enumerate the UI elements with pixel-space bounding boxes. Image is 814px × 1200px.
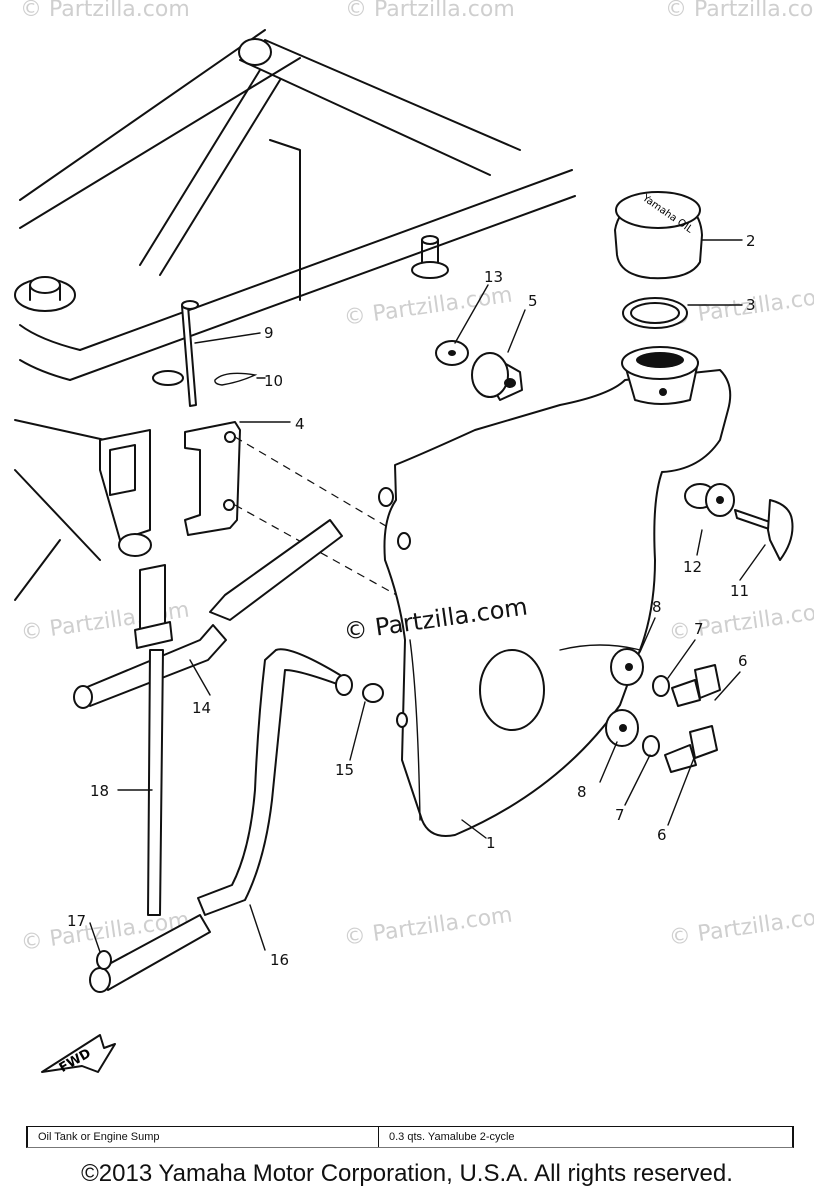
watermark-text: © Partzilla.com <box>665 0 814 22</box>
watermark-text: © Partzilla.com <box>20 0 190 22</box>
callout-8: 8 <box>577 783 587 801</box>
watermark-text: © Partzilla.com <box>342 283 514 331</box>
bolt <box>671 664 721 707</box>
callout-8: 8 <box>652 598 662 616</box>
callout-3: 3 <box>746 296 756 314</box>
callout-9: 9 <box>264 324 274 342</box>
callout-18: 18 <box>90 782 109 800</box>
callout-10: 10 <box>264 372 283 390</box>
filler-cap: Yamaha OIL <box>614 191 703 280</box>
pin <box>181 300 199 407</box>
callout-17: 17 <box>67 912 86 930</box>
watermark-text: © Partzilla.com <box>342 903 514 951</box>
capacity-item: Oil Tank or Engine Sump <box>28 1127 379 1147</box>
callout-7: 7 <box>694 620 704 638</box>
bolt <box>664 725 718 773</box>
copyright-notice: ©2013 Yamaha Motor Corporation, U.S.A. A… <box>81 1160 733 1187</box>
bracket <box>184 421 241 536</box>
callout-6: 6 <box>657 826 667 844</box>
hose-clamp <box>96 950 112 970</box>
capacity-value: 0.3 qts. Yamalube 2-cycle <box>389 1131 515 1143</box>
callout-12: 12 <box>683 558 702 576</box>
watermark-text: © Partzilla.com <box>345 0 515 22</box>
lock-washer <box>652 675 670 697</box>
fwd-arrow: FWD <box>41 1034 116 1076</box>
wing-bolt <box>734 499 794 561</box>
collar <box>684 483 735 517</box>
leader-lines <box>89 239 766 953</box>
watermark-text: © Partzilla.com <box>667 903 814 951</box>
callout-14: 14 <box>192 699 211 717</box>
callout-15: 15 <box>335 761 354 779</box>
callout-1: 1 <box>486 834 496 852</box>
callout-2: 2 <box>746 232 756 250</box>
capacity-table: Oil Tank or Engine Sump 0.3 qts. Yamalub… <box>26 1126 794 1148</box>
hose-clamp <box>362 683 384 703</box>
watermark-text: © Partzilla.com <box>667 283 814 331</box>
callout-16: 16 <box>270 951 289 969</box>
callouts: 2 3 4 9 10 5 13 12 11 8 7 6 8 7 6 1 15 1… <box>67 232 756 969</box>
watermark-text: © Partzilla.com <box>667 598 814 646</box>
hose <box>89 648 353 993</box>
oil-tank <box>378 346 732 837</box>
callout-5: 5 <box>528 292 538 310</box>
gasket-inner <box>630 302 680 324</box>
callout-6: 6 <box>738 652 748 670</box>
r-clip <box>214 372 258 386</box>
callout-11: 11 <box>730 582 749 600</box>
callout-4: 4 <box>295 415 305 433</box>
damper <box>471 352 523 401</box>
callout-13: 13 <box>484 268 503 286</box>
callout-7: 7 <box>615 806 625 824</box>
frame <box>14 29 576 649</box>
breather-pipe <box>147 649 164 916</box>
lock-washer <box>642 735 660 757</box>
